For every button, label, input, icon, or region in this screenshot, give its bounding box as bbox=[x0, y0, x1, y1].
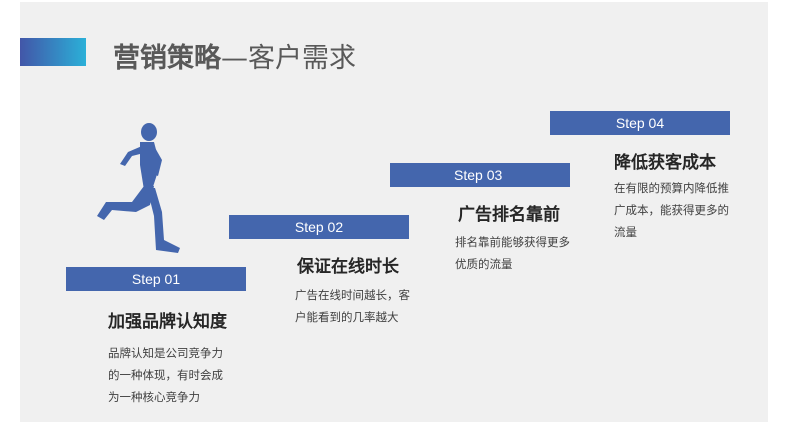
desc-line: 的一种体现，有时会成 bbox=[108, 368, 223, 382]
desc-line: 户能看到的几率越大 bbox=[295, 310, 399, 324]
step-03-banner: Step 03 bbox=[390, 163, 570, 187]
step-02-description: 广告在线时间越长，客 户能看到的几率越大 bbox=[295, 284, 410, 328]
step-02-banner: Step 02 bbox=[229, 215, 409, 239]
step-01-banner: Step 01 bbox=[66, 267, 246, 291]
page-title: 营销策略—客户需求 bbox=[113, 36, 356, 75]
step-03-heading: 广告排名靠前 bbox=[458, 205, 560, 225]
runner-icon bbox=[97, 123, 180, 253]
title-rest: —客户需求 bbox=[221, 43, 356, 74]
step-03-description: 排名靠前能够获得更多 优质的流量 bbox=[455, 231, 570, 275]
step-01-description: 品牌认知是公司竞争力 的一种体现，有时会成 为一种核心竞争力 bbox=[108, 342, 223, 408]
desc-line: 优质的流量 bbox=[455, 257, 513, 271]
desc-line: 为一种核心竞争力 bbox=[108, 390, 200, 404]
step-01-heading: 加强品牌认知度 bbox=[108, 312, 227, 332]
title-bold: 营销策略 bbox=[113, 43, 221, 74]
desc-line: 在有限的预算内降低推 bbox=[614, 181, 729, 195]
step-04-heading: 降低获客成本 bbox=[614, 153, 716, 173]
step-04-banner: Step 04 bbox=[550, 111, 730, 135]
desc-line: 广成本，能获得更多的 bbox=[614, 203, 729, 217]
step-04-description: 在有限的预算内降低推 广成本，能获得更多的 流量 bbox=[614, 177, 729, 243]
desc-line: 广告在线时间越长，客 bbox=[295, 288, 410, 302]
slide bbox=[20, 2, 768, 422]
desc-line: 排名靠前能够获得更多 bbox=[455, 235, 570, 249]
title-accent-bar bbox=[20, 38, 86, 66]
step-02-heading: 保证在线时长 bbox=[297, 257, 399, 277]
desc-line: 品牌认知是公司竞争力 bbox=[108, 346, 223, 360]
desc-line: 流量 bbox=[614, 225, 637, 239]
